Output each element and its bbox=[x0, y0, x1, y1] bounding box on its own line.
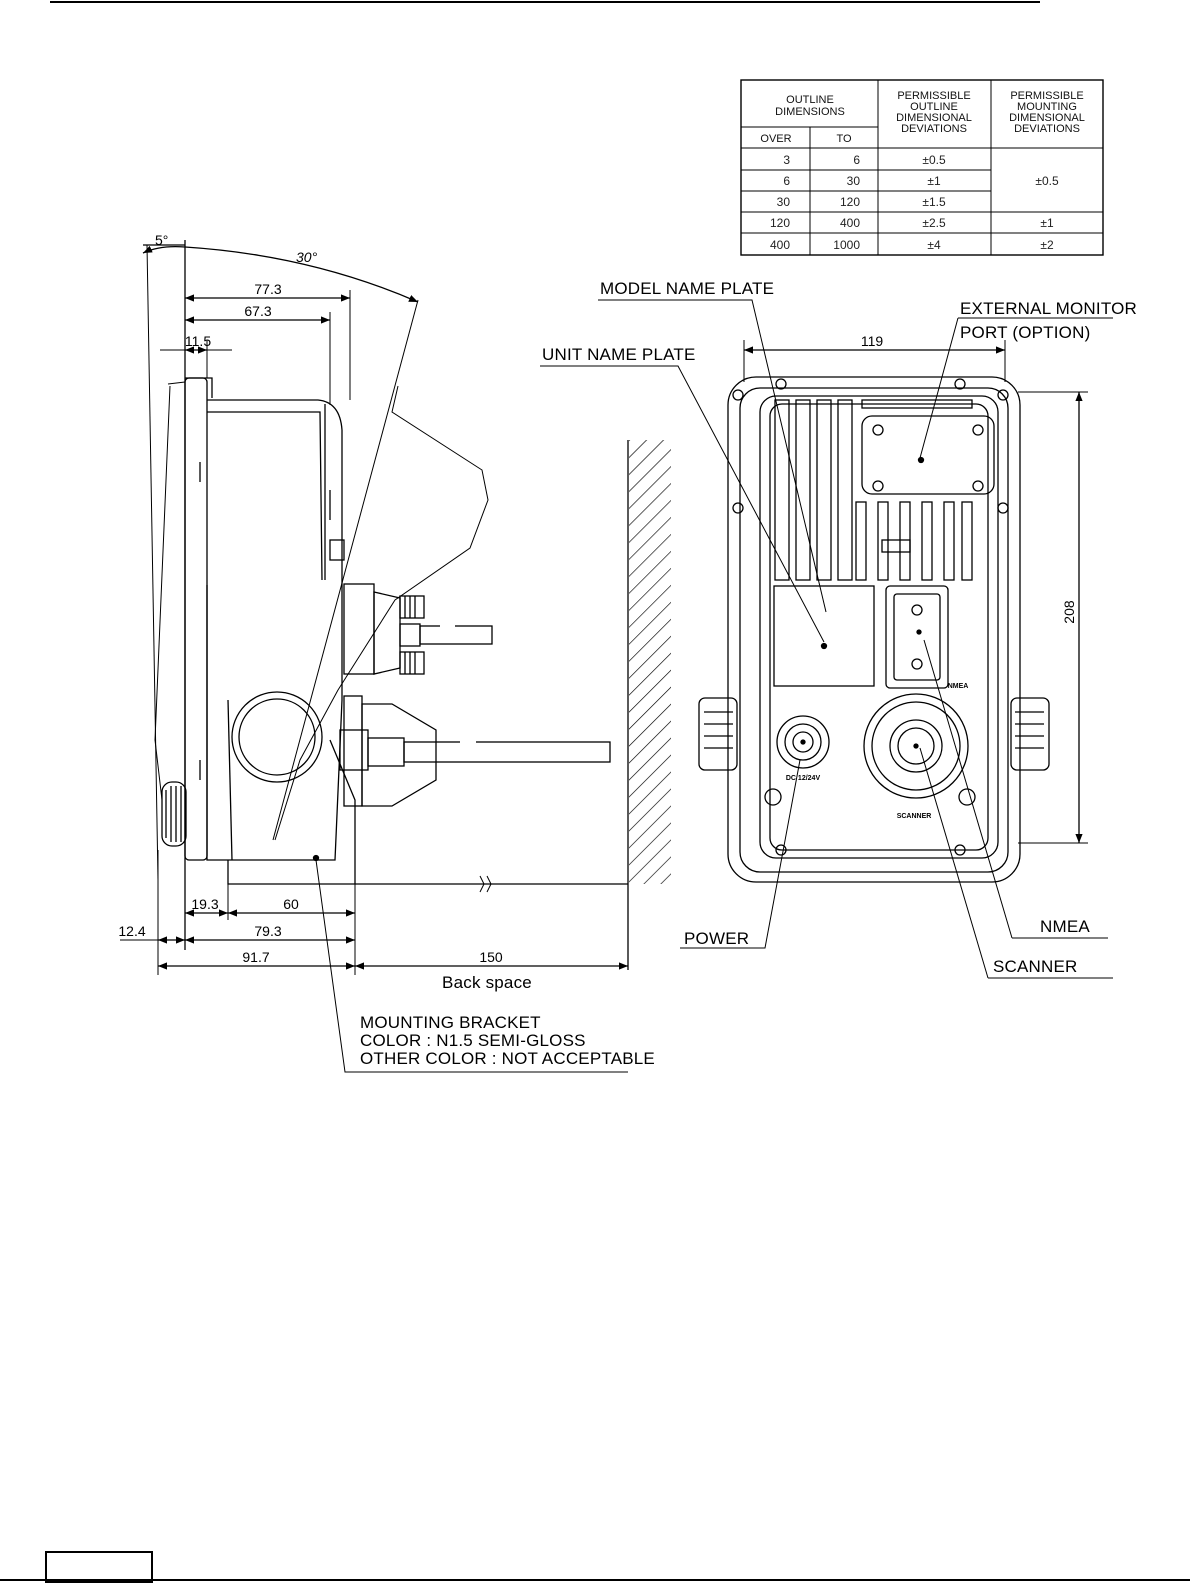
table-header-outline-dev-1: PERMISSIBLE bbox=[897, 90, 970, 102]
table-cell: ±4 bbox=[927, 238, 941, 252]
table-cell: 6 bbox=[783, 174, 790, 188]
table-header-dimensions: DIMENSIONS bbox=[775, 106, 845, 118]
dim-119: 119 bbox=[861, 333, 884, 349]
dim-77-3: 77.3 bbox=[254, 281, 281, 297]
rear-view bbox=[540, 299, 1113, 979]
table-cell: ±2 bbox=[1040, 238, 1054, 252]
power-label: POWER bbox=[684, 929, 749, 948]
angle-30-label: 30° bbox=[296, 249, 318, 265]
angle-5-label: 5° bbox=[155, 232, 168, 248]
bracket-note-line-1: MOUNTING BRACKET bbox=[360, 1013, 541, 1032]
table-cell: 120 bbox=[840, 195, 860, 209]
table-cell: 3 bbox=[783, 153, 790, 167]
table-cell: 400 bbox=[770, 238, 790, 252]
external-monitor-label: EXTERNAL MONITOR bbox=[960, 299, 1137, 318]
back-space-label: Back space bbox=[442, 973, 532, 992]
side-view bbox=[120, 240, 671, 1073]
table-header-mount-dev-2: MOUNTING bbox=[1017, 101, 1077, 113]
table-header-outline-dev-4: DEVIATIONS bbox=[901, 123, 967, 135]
dim-79-3: 79.3 bbox=[254, 923, 281, 939]
tolerance-table: OUTLINE DIMENSIONS OVER TO PERMISSIBLE O… bbox=[740, 79, 1104, 256]
panel-scanner-text: SCANNER bbox=[897, 813, 932, 820]
dim-12-4: 12.4 bbox=[118, 923, 145, 939]
nmea-label: NMEA bbox=[1040, 917, 1090, 936]
table-header-outline-dev-2: OUTLINE bbox=[910, 101, 958, 113]
table-cell: ±1.5 bbox=[922, 195, 946, 209]
dim-150: 150 bbox=[479, 949, 503, 965]
port-option-label: PORT (OPTION) bbox=[960, 323, 1090, 342]
scanner-label: SCANNER bbox=[993, 957, 1078, 976]
dim-60: 60 bbox=[283, 896, 299, 912]
table-header-mount-dev-1: PERMISSIBLE bbox=[1010, 90, 1083, 102]
table-cell: 30 bbox=[777, 195, 791, 209]
table-header-mount-dev-3: DIMENSIONAL bbox=[1009, 112, 1085, 124]
table-cell: ±2.5 bbox=[922, 216, 946, 230]
dim-208: 208 bbox=[1061, 600, 1077, 624]
table-cell-mount-group: ±0.5 bbox=[1035, 174, 1059, 188]
table-cell: 30 bbox=[847, 174, 861, 188]
unit-name-plate-label: UNIT NAME PLATE bbox=[542, 345, 696, 364]
table-cell: 400 bbox=[840, 216, 860, 230]
table-header-to: TO bbox=[836, 133, 852, 145]
table-cell: ±1 bbox=[927, 174, 941, 188]
table-header-over: OVER bbox=[760, 133, 791, 145]
table-header-outline: OUTLINE bbox=[786, 94, 834, 106]
bracket-note-line-2: COLOR : N1.5 SEMI-GLOSS bbox=[360, 1031, 586, 1050]
table-cell: ±0.5 bbox=[922, 153, 946, 167]
panel-nmea-text: NMEA bbox=[948, 683, 969, 690]
dim-67-3: 67.3 bbox=[244, 303, 271, 319]
table-cell: 6 bbox=[853, 153, 860, 167]
footer bbox=[0, 1551, 1190, 1583]
table-header-mount-dev-4: DEVIATIONS bbox=[1014, 123, 1080, 135]
dim-91-7: 91.7 bbox=[242, 949, 269, 965]
table-cell: ±1 bbox=[1040, 216, 1054, 230]
model-name-plate-label: MODEL NAME PLATE bbox=[600, 279, 774, 298]
dim-19-3: 19.3 bbox=[191, 896, 218, 912]
table-header-outline-dev-3: DIMENSIONAL bbox=[896, 112, 972, 124]
table-cell: 1000 bbox=[833, 238, 860, 252]
bracket-note-line-3: OTHER COLOR : NOT ACCEPTABLE bbox=[360, 1049, 655, 1068]
panel-dc-text: DC 12/24V bbox=[786, 775, 821, 782]
table-cell: 120 bbox=[770, 216, 790, 230]
dim-11-5: 11.5 bbox=[185, 333, 211, 349]
